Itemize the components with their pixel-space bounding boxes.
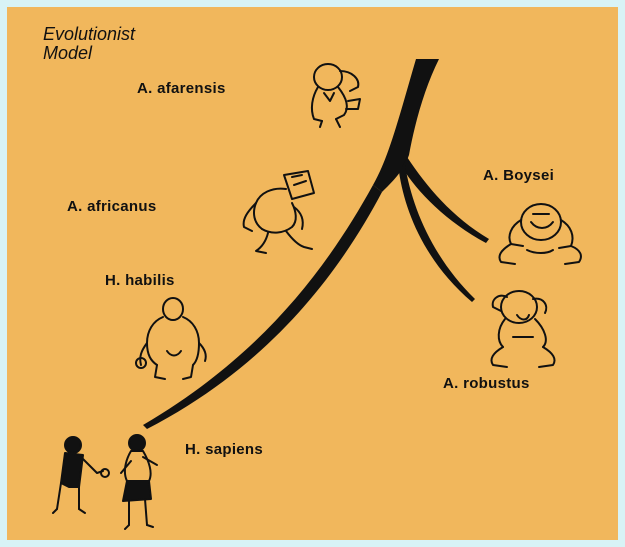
habilis-figure-icon <box>127 295 217 383</box>
robustus-figure-icon <box>477 285 569 373</box>
afarensis-figure-icon <box>300 57 366 129</box>
branch-robustus <box>399 165 475 302</box>
africanus-figure-icon <box>232 167 330 259</box>
sapiens-pair-icon <box>49 433 179 533</box>
branch-boysei <box>402 157 489 243</box>
diagram-canvas: Evolutionist Model A. afarensis A. afric… <box>7 7 618 540</box>
boysei-figure-icon <box>487 192 587 268</box>
